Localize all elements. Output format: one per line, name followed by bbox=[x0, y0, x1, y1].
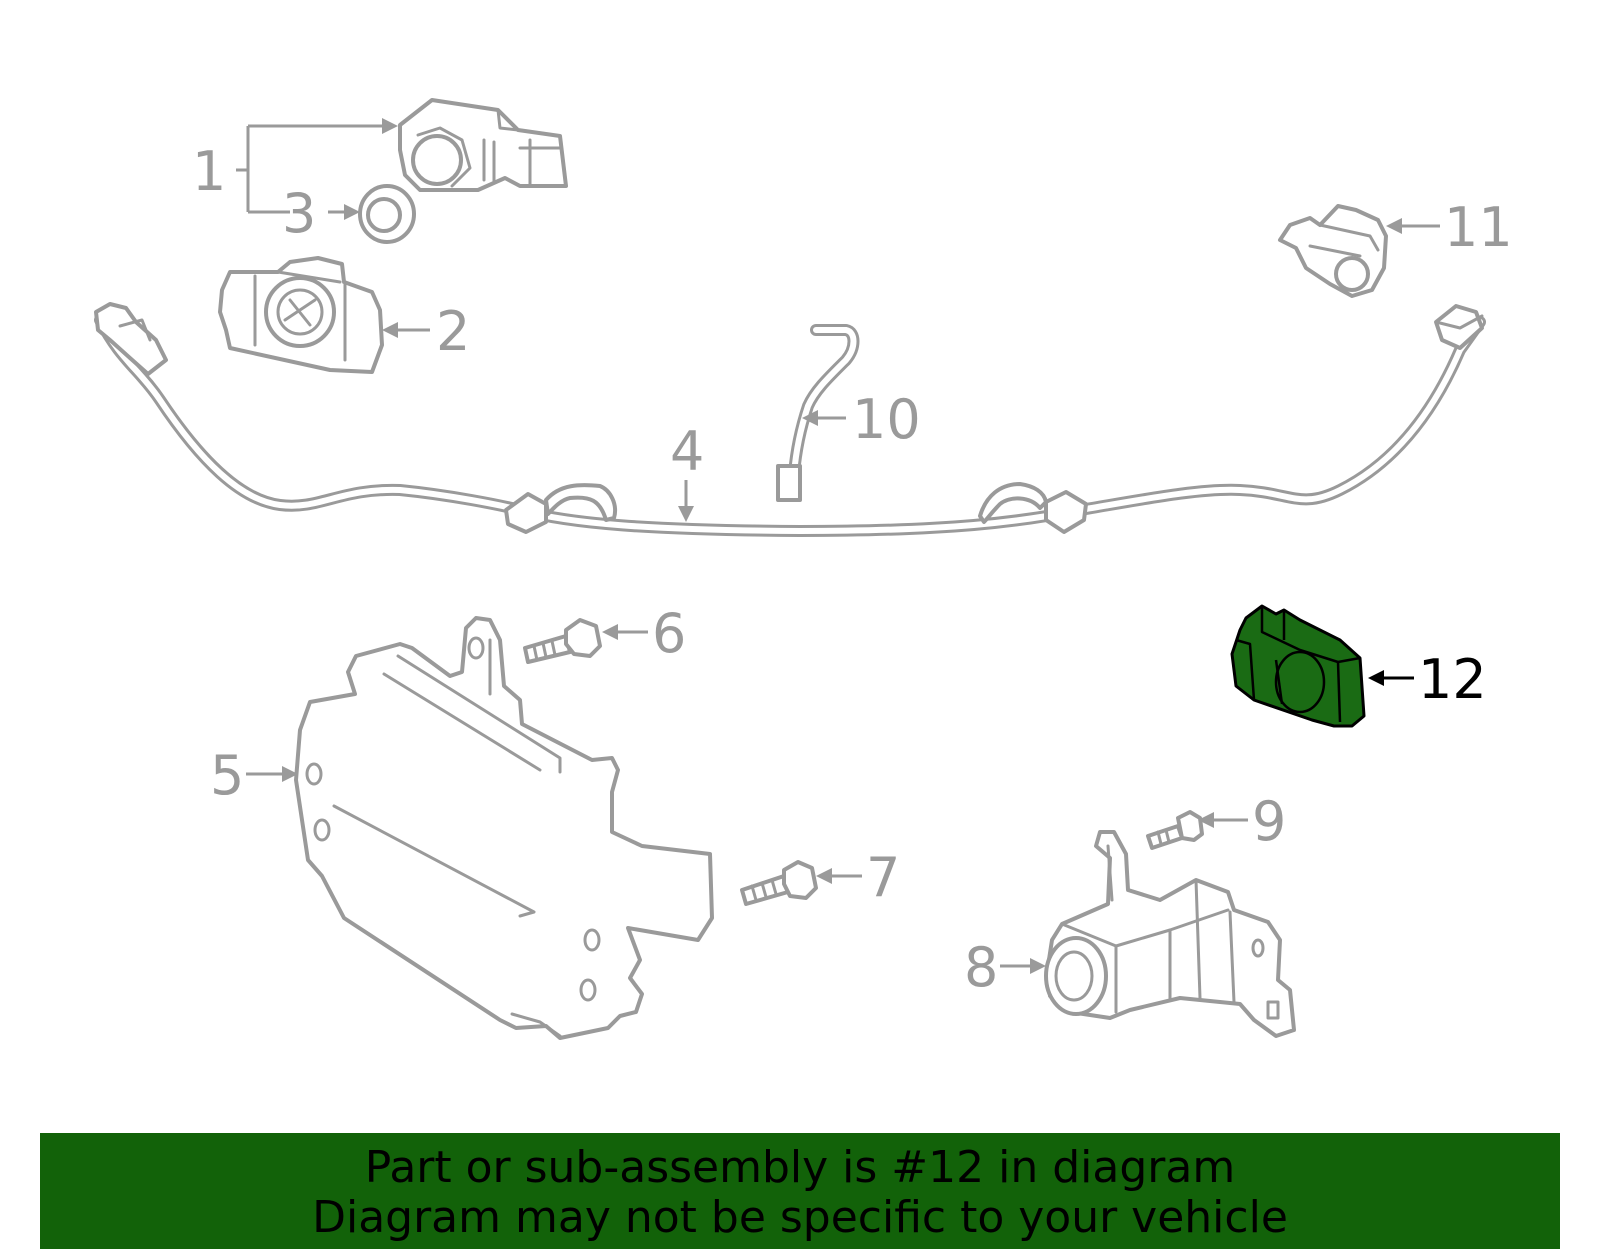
part-11-side-sensor[interactable] bbox=[1278, 204, 1388, 298]
callout-5: 5 bbox=[210, 744, 244, 807]
callout-7: 7 bbox=[866, 846, 900, 909]
part-8-camera[interactable] bbox=[1044, 830, 1296, 1038]
callout-6: 6 bbox=[652, 602, 686, 665]
parts-diagram: 1 3 2 11 10 4 6 12 5 9 7 8 bbox=[94, 98, 1513, 1040]
part-10-sub-harness[interactable] bbox=[776, 324, 860, 502]
part-6-bolt[interactable] bbox=[523, 618, 602, 664]
callout-1: 1 bbox=[192, 140, 226, 203]
callout-10: 10 bbox=[852, 388, 921, 451]
callout-4: 4 bbox=[670, 420, 704, 483]
callout-12: 12 bbox=[1418, 648, 1487, 711]
part-3-grommet[interactable] bbox=[358, 184, 416, 244]
banner-line-1: Part or sub-assembly is #12 in diagram bbox=[364, 1142, 1236, 1193]
callout-11: 11 bbox=[1444, 196, 1513, 259]
callout-8: 8 bbox=[964, 936, 998, 999]
part-12-module-highlighted[interactable] bbox=[1230, 604, 1366, 728]
part-4-wire-harness[interactable] bbox=[94, 302, 1486, 537]
banner-line-2: Diagram may not be specific to your vehi… bbox=[312, 1192, 1288, 1243]
info-banner: Part or sub-assembly is #12 in diagram D… bbox=[40, 1133, 1560, 1249]
callout-2: 2 bbox=[436, 300, 470, 363]
callout-9: 9 bbox=[1252, 790, 1286, 853]
part-2-sensor-retainer[interactable] bbox=[218, 256, 384, 374]
callout-3: 3 bbox=[282, 182, 316, 245]
part-1-parking-sensor[interactable] bbox=[398, 98, 568, 192]
leader-lines bbox=[236, 118, 1440, 974]
part-7-bolt[interactable] bbox=[740, 860, 818, 906]
part-9-bolt[interactable] bbox=[1146, 810, 1204, 850]
part-5-bracket[interactable] bbox=[294, 616, 714, 1040]
